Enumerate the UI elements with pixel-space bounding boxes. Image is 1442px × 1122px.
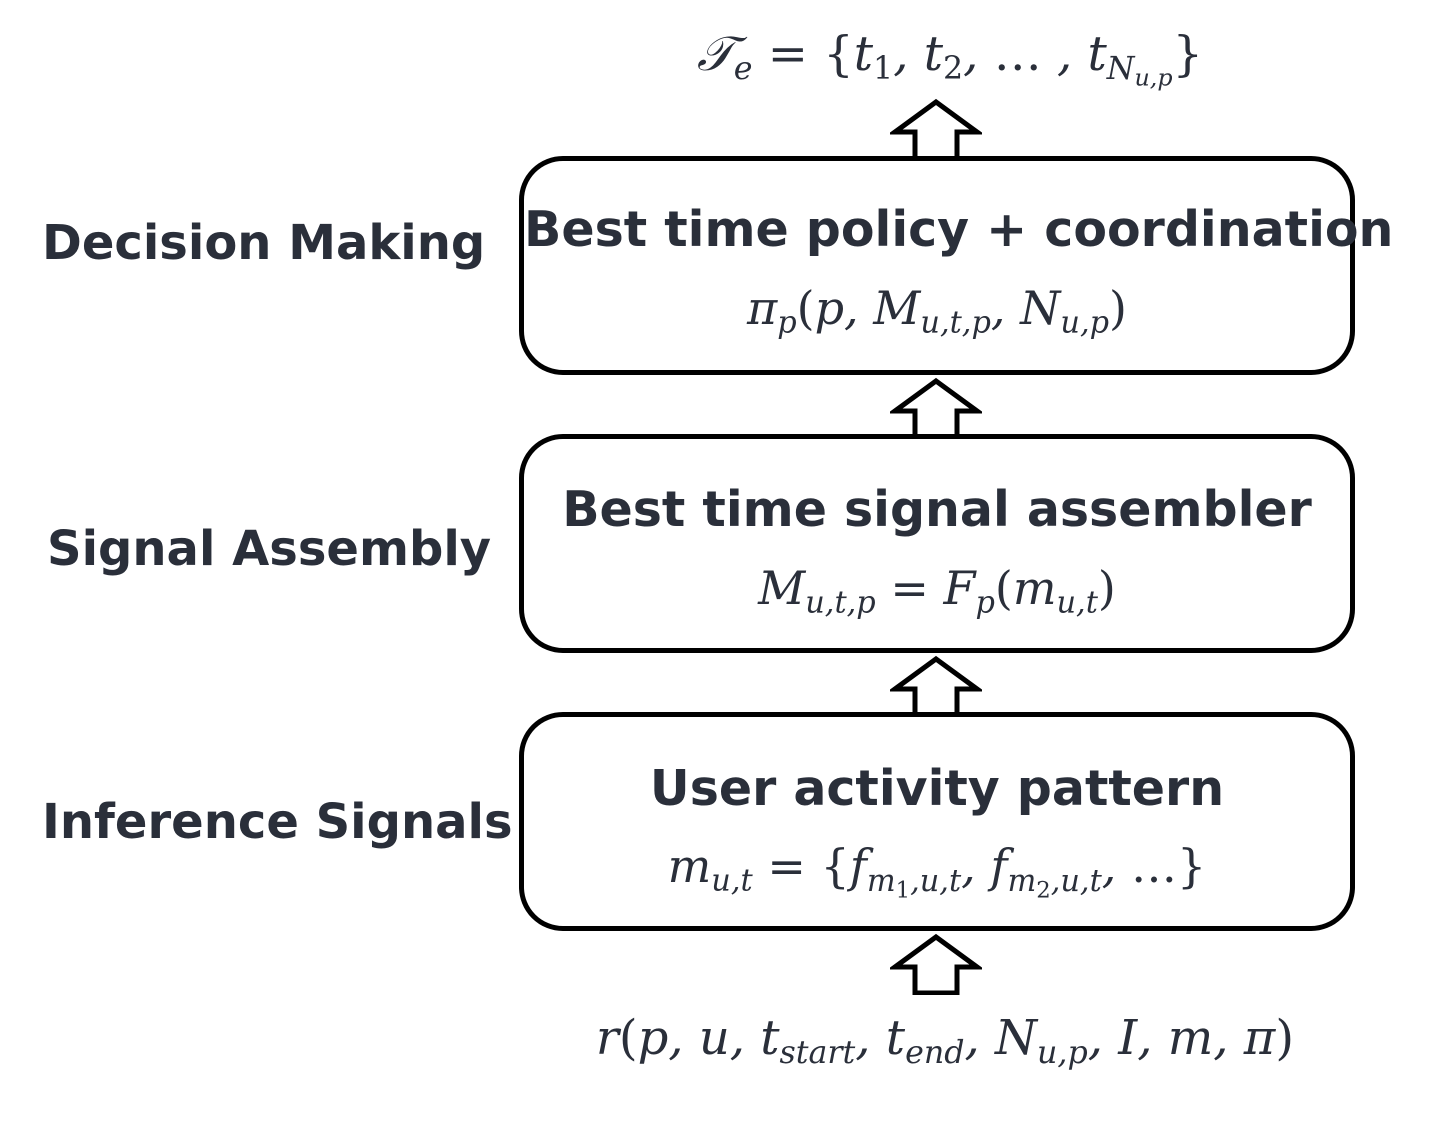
activity-formula: mu,t = {fm1,u,t, fm2,u,t, …} [667, 839, 1207, 903]
assembler-box: Best time signal assembler Mu,t,p = Fp(m… [519, 434, 1355, 653]
assembler-formula: Mu,t,p = Fp(mu,t) [758, 561, 1116, 621]
activity-box: User activity pattern mu,t = {fm1,u,t, f… [519, 712, 1355, 931]
arrow-up-icon-input [890, 933, 982, 995]
assembler-box-title: Best time signal assembler [562, 481, 1312, 538]
policy-box: Best time policy + coordination πp(p, Mu… [519, 156, 1394, 375]
arrow-up-icon-top [890, 98, 982, 158]
output-formula: 𝒯e = {t1, t2, … , tNu,p} [696, 26, 1204, 92]
activity-box-title: User activity pattern [649, 760, 1225, 817]
policy-formula: πp(p, Mu,t,p, Nu,p) [746, 281, 1127, 341]
arrow-up-icon-policy [890, 377, 982, 437]
policy-box-title: Best time policy + coordination [524, 201, 1394, 258]
layer-label-signal-assembly: Signal Assembly [47, 521, 492, 577]
layer-label-decision-making: Decision Making [42, 215, 486, 271]
layer-label-inference-signals: Inference Signals [42, 794, 513, 850]
arrow-up-icon-assembler [890, 655, 982, 715]
input-formula: r(p, u, tstart, tend, Nu,p, I, m, π) [595, 1010, 1295, 1071]
